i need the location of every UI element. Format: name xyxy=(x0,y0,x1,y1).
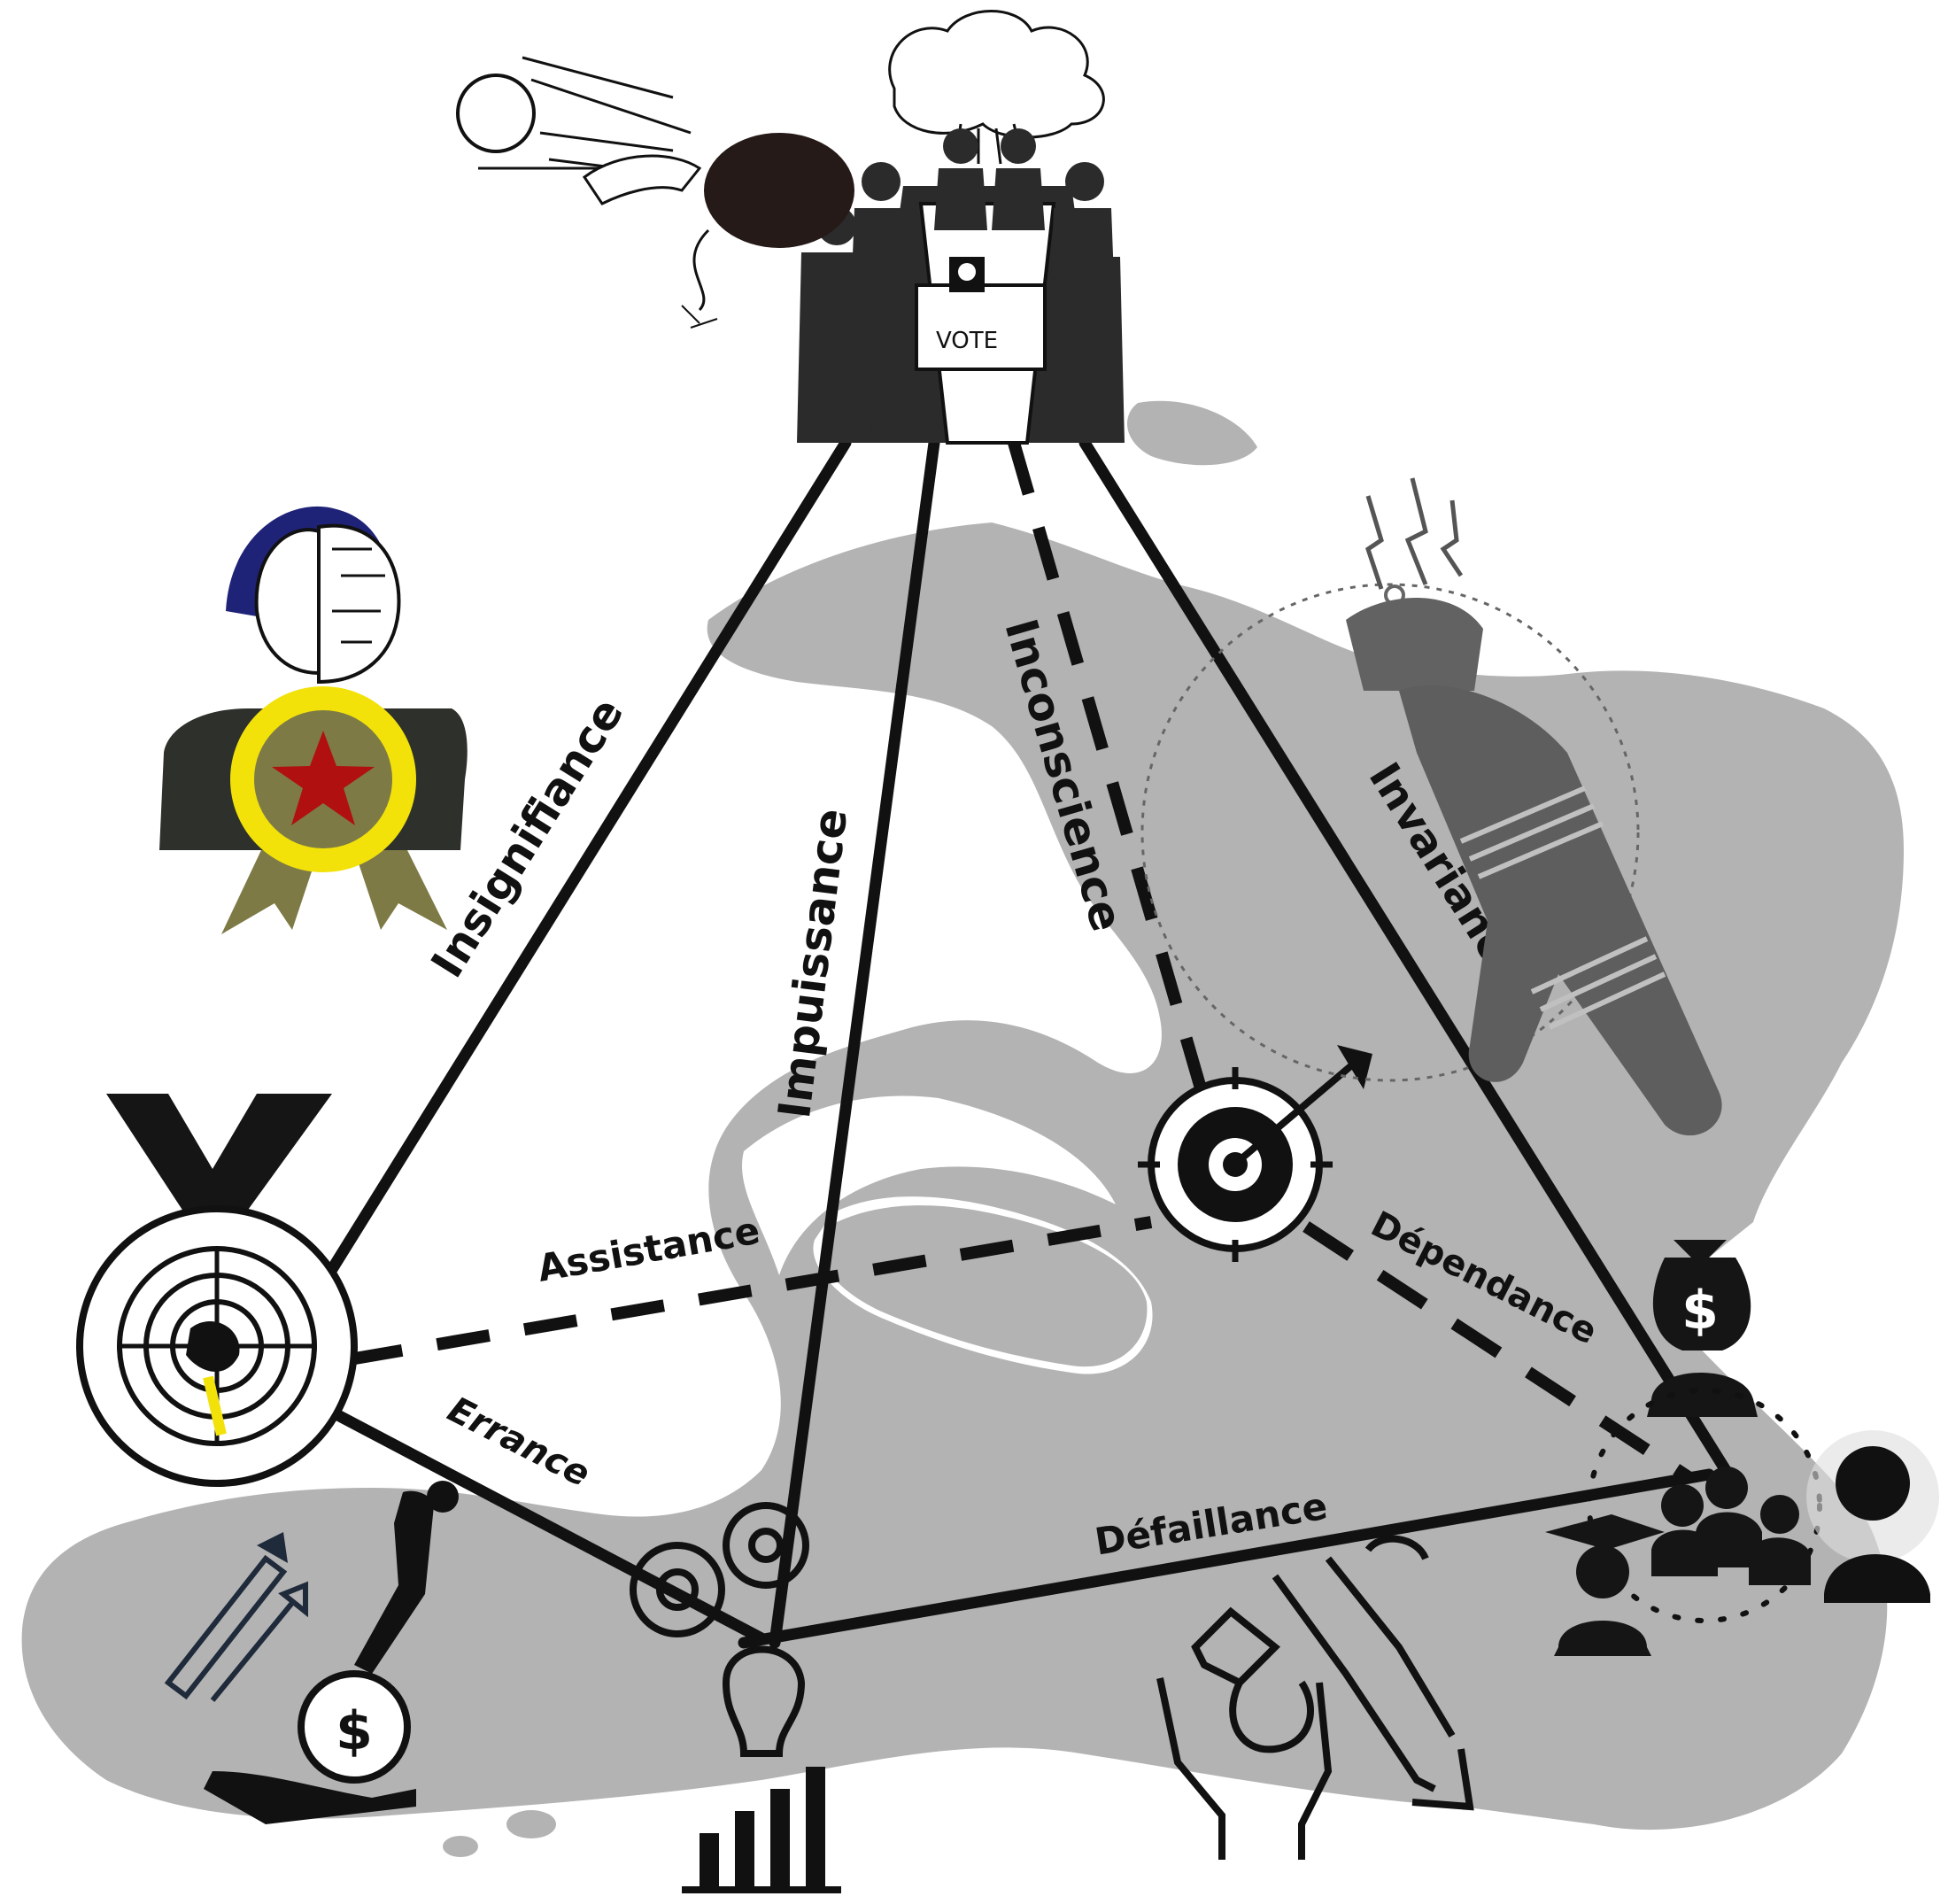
label-assistance: Assistance xyxy=(534,1209,762,1290)
dashed-edges xyxy=(348,441,1695,1484)
people-network-icon xyxy=(1545,1388,1939,1656)
edge-line-errance xyxy=(259,1371,768,1645)
dollar-sign-coin: $ xyxy=(336,1700,373,1762)
target-icon xyxy=(1138,1045,1372,1262)
bound-person-icon xyxy=(1140,477,1722,1136)
edge-line-defaillance xyxy=(738,1468,1715,1649)
edge-line-impuissance xyxy=(769,437,940,1649)
gears-lightbulb-icon xyxy=(630,1502,809,1757)
explosion-icon xyxy=(888,10,1105,165)
failing-idea-icon xyxy=(1156,1535,1474,1860)
thrown-bomb-icon xyxy=(456,56,854,329)
edge-line-invariance xyxy=(1078,437,1737,1485)
solid-edges xyxy=(251,437,1737,1649)
bar-chart-icon xyxy=(682,1767,841,1893)
vote-box-label: VOTE xyxy=(936,328,998,354)
edge-line-inconscience xyxy=(1008,441,1215,1118)
un-emblem-icon xyxy=(76,1094,358,1487)
edge-line-insignifiance xyxy=(251,437,852,1397)
graduate-icon xyxy=(1545,1514,1665,1656)
voting-assembly-icon: VOTE xyxy=(797,10,1125,445)
money-bag-businessman-icon: $ xyxy=(1647,1240,1758,1417)
edge-line-assistance xyxy=(348,1216,1153,1366)
glowing-person-icon xyxy=(1806,1430,1939,1603)
dollar-sign: $ xyxy=(1681,1280,1719,1342)
investor-growth-icon: $ xyxy=(164,1481,459,1824)
brain-medal-icon xyxy=(159,506,468,934)
gulf-water xyxy=(742,1095,1116,1275)
edge-line-dependance xyxy=(1303,1221,1695,1484)
